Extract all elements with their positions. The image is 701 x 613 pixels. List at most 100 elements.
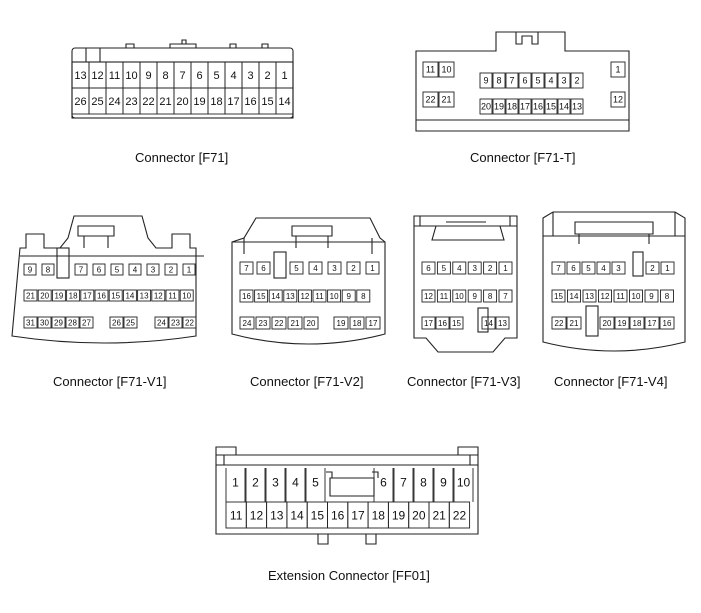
pin-6: 6 [380, 475, 387, 489]
pin-12: 12 [151, 289, 166, 302]
pin-16: 16 [331, 508, 345, 522]
pin-label: 14 [484, 319, 493, 328]
pin-14: 14 [567, 289, 581, 303]
pin-label: 13 [585, 292, 594, 301]
pin-25: 25 [123, 316, 138, 329]
pin-26: 26 [109, 316, 124, 329]
pin-22: 22 [271, 316, 287, 330]
pin-label: 9 [346, 292, 351, 301]
pin-label: 15 [111, 291, 120, 300]
pin-19: 19 [51, 289, 66, 302]
pin-12: 12 [250, 508, 264, 522]
pin-3: 3 [272, 475, 279, 489]
pin-8: 8 [660, 289, 674, 303]
pin-7: 7 [498, 289, 513, 303]
pin-18: 18 [349, 316, 365, 330]
pin-25: 25 [91, 96, 103, 108]
pin-label: 22 [275, 319, 284, 328]
pin-label: 16 [244, 96, 256, 108]
pin-16: 16 [531, 98, 545, 115]
pin-14: 14 [557, 98, 571, 115]
pin-1: 1 [610, 61, 626, 78]
pin-label: 15 [546, 102, 556, 112]
pin-label: 3 [472, 264, 477, 273]
pin-label: 25 [91, 96, 103, 108]
pin-label: 21 [291, 319, 300, 328]
connector-f71-v2-housing [231, 217, 386, 345]
pin-label: 17 [351, 508, 365, 522]
pin-1: 1 [498, 261, 513, 275]
pin-4: 4 [308, 261, 323, 275]
pin-label: 7 [244, 264, 249, 273]
pin-label: 19 [392, 508, 406, 522]
pin-label: 18 [353, 319, 362, 328]
pin-label: 5 [294, 264, 299, 273]
pin-13: 13 [137, 289, 152, 302]
pin-label: 2 [488, 264, 493, 273]
pin-22: 22 [422, 91, 439, 108]
pin-4: 4 [596, 261, 611, 275]
pin-label: 13 [498, 319, 507, 328]
pin-2: 2 [264, 70, 270, 82]
pin-15: 15 [544, 98, 558, 115]
pin-1: 1 [660, 261, 675, 275]
pin-5: 5 [581, 261, 596, 275]
pin-label: 18 [69, 291, 78, 300]
pin-label: 6 [522, 76, 527, 86]
pin-label: 20 [40, 291, 49, 300]
pin-9: 9 [467, 289, 482, 303]
pin-label: 9 [440, 475, 447, 489]
pin-label: 6 [380, 475, 387, 489]
pin-label: 20 [307, 319, 316, 328]
pin-label: 16 [97, 291, 106, 300]
pin-label: 4 [548, 76, 553, 86]
pin-label: 13 [74, 70, 86, 82]
pin-11: 11 [613, 289, 628, 303]
pin-15: 15 [551, 289, 566, 303]
pin-13: 13 [570, 98, 584, 115]
pin-6: 6 [566, 261, 581, 275]
pin-14: 14 [278, 96, 290, 108]
pin-4: 4 [544, 72, 558, 89]
pin-30: 30 [37, 316, 52, 329]
pin-16: 16 [659, 316, 675, 330]
pin-label: 27 [82, 318, 91, 327]
pin-label: 11 [168, 291, 177, 300]
pin-23: 23 [125, 96, 137, 108]
pin-1: 1 [182, 263, 196, 276]
pin-label: 18 [507, 102, 517, 112]
pin-20: 20 [303, 316, 319, 330]
pin-6: 6 [421, 261, 436, 275]
pin-label: 4 [133, 265, 138, 274]
connector-f71-t-housing [415, 31, 630, 132]
pin-17: 17 [518, 98, 532, 115]
pin-1: 1 [365, 261, 380, 275]
pin-9: 9 [341, 289, 356, 303]
pin-label: 22 [185, 318, 194, 327]
pin-11: 11 [109, 70, 120, 82]
pin-18: 18 [372, 508, 386, 522]
pin-21: 21 [566, 316, 582, 330]
pin-label: 9 [145, 70, 151, 82]
pin-5: 5 [312, 475, 319, 489]
pin-label: 3 [272, 475, 279, 489]
pin-14: 14 [122, 289, 137, 302]
pin-label: 14 [570, 292, 579, 301]
pin-18: 18 [505, 98, 519, 115]
caption-f71-t: Connector [F71-T] [470, 150, 576, 165]
pin-label: 1 [665, 264, 670, 273]
pin-20: 20 [176, 96, 188, 108]
pin-17: 17 [644, 316, 660, 330]
pin-3: 3 [247, 70, 253, 82]
pin-label: 25 [126, 318, 135, 327]
pin-8: 8 [41, 263, 55, 276]
pin-22: 22 [453, 508, 467, 522]
pin-5: 5 [436, 261, 451, 275]
pin-label: 12 [613, 95, 623, 105]
pin-label: 7 [400, 475, 407, 489]
pin-label: 17 [520, 102, 530, 112]
pin-label: 6 [426, 264, 431, 273]
pin-label: 2 [351, 264, 356, 273]
pin-label: 18 [210, 96, 222, 108]
